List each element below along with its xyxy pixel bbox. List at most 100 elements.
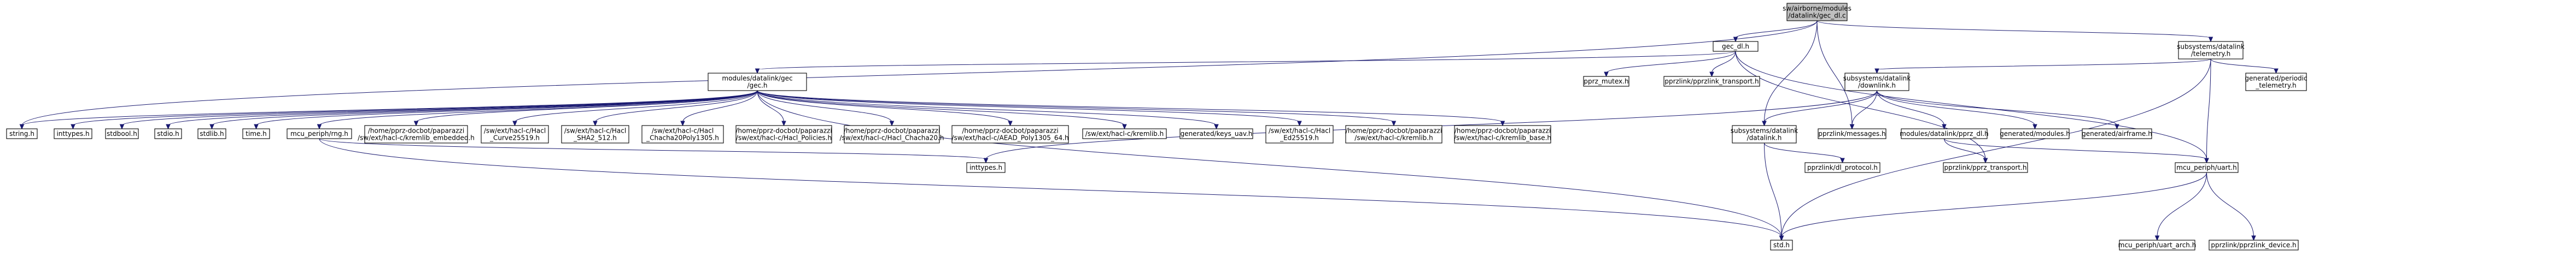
edge-downlink-h-to-airframe-h xyxy=(1877,90,2117,126)
node-box[interactable] xyxy=(1713,41,1759,52)
node-label: /sw/ext/hacl-c/Hacl_Policies.h xyxy=(736,134,832,142)
node-uart-h[interactable]: mcu_periph/uart.h xyxy=(2175,162,2239,173)
node-stdlib-h[interactable]: stdlib.h xyxy=(197,128,226,139)
node-pprz-transport-h[interactable]: pprzlink/pprz_transport.h xyxy=(1943,162,2028,173)
node-box[interactable] xyxy=(641,125,724,144)
node-label: sw/airborne/modules xyxy=(1783,5,1851,13)
node-std-h[interactable]: std.h xyxy=(1770,240,1793,251)
node-aead-h[interactable]: /home/pprz-docbot/paparazzi/sw/ext/hacl-… xyxy=(951,125,1069,144)
node-ed25519-h[interactable]: /sw/ext/hacl-c/Hacl_Ed25519.h xyxy=(1265,125,1334,144)
edge-telemetry-h-to-uart-h xyxy=(2206,58,2211,160)
node-dl-protocol-h[interactable]: pprzlink/dl_protocol.h xyxy=(1804,162,1880,173)
node-box[interactable] xyxy=(1454,125,1551,144)
node-box[interactable] xyxy=(951,125,1069,144)
node-box[interactable] xyxy=(6,128,38,139)
node-box[interactable] xyxy=(1770,240,1793,251)
edge-arrowhead xyxy=(1779,235,1784,241)
node-messages-h[interactable]: pprzlink/messages.h xyxy=(1818,128,1886,139)
node-label: /sw/ext/hacl-c/AEAD_Poly1305_64.h xyxy=(951,134,1068,142)
node-label: pprzlink/dl_protocol.h xyxy=(1807,164,1878,171)
node-inttypes-h-a[interactable]: inttypes.h xyxy=(54,128,92,139)
node-box[interactable] xyxy=(1943,162,2028,173)
node-chacha20-h[interactable]: /home/pprz-docbot/paparazzi/sw/ext/hacl-… xyxy=(840,125,944,144)
edge-pprz-dl-h-to-pprz-transport-h xyxy=(1944,138,1986,160)
node-uart-arch-h[interactable]: mcu_periph/uart_arch.h xyxy=(2118,240,2197,251)
edge-arrowhead xyxy=(1604,72,1609,78)
node-keys-uav-h[interactable]: generated/keys_uav.h xyxy=(1179,128,1253,139)
node-policies-h[interactable]: /home/pprz-docbot/paparazzi/sw/ext/hacl-… xyxy=(735,125,832,144)
node-box[interactable] xyxy=(708,73,807,91)
edge-gec-h-to-string-h xyxy=(21,90,758,126)
node-airframe-h[interactable]: generated/airframe.h xyxy=(2082,128,2152,139)
node-curve25519-h[interactable]: /sw/ext/hacl-c/Hacl_Curve25519.h xyxy=(481,125,549,144)
node-box[interactable] xyxy=(197,128,226,139)
node-sha2-h[interactable]: /sw/ext/hacl-c/Hacl_SHA2_512.h xyxy=(561,125,629,144)
node-box[interactable] xyxy=(1583,76,1629,87)
node-box[interactable] xyxy=(1804,162,1880,173)
node-kremlib-base-h[interactable]: /home/pprz-docbot/paparazzi/sw/ext/hacl-… xyxy=(1454,125,1551,144)
node-box[interactable] xyxy=(1786,3,1848,21)
node-box[interactable] xyxy=(242,128,270,139)
node-box[interactable] xyxy=(1901,128,1988,139)
node-label: /downlink.h xyxy=(1858,82,1896,90)
node-telemetry-h[interactable]: subsystems/datalink/telemetry.h xyxy=(2177,41,2245,59)
node-box[interactable] xyxy=(2082,128,2152,139)
node-datalink-h[interactable]: subsystems/datalink/datalink.h xyxy=(1731,125,1798,144)
node-modules-h[interactable]: generated/modules.h xyxy=(2000,128,2070,139)
node-root[interactable]: sw/airborne/modules/datalink/gec_dl.c xyxy=(1783,3,1851,21)
node-gec-h[interactable]: modules/datalink/gec/gec.h xyxy=(708,73,807,91)
node-pprzlink-device-h[interactable]: pprzlink/pprzlink_device.h xyxy=(2209,240,2299,251)
node-box[interactable] xyxy=(1265,125,1334,144)
node-pprzlink-transport-h[interactable]: pprzlink/pprzlink_transport.h xyxy=(1663,76,1760,87)
node-box[interactable] xyxy=(481,125,549,144)
node-box[interactable] xyxy=(844,125,940,144)
node-box[interactable] xyxy=(364,125,468,144)
node-periodic-telemetry-h[interactable]: generated/periodic_telemetry.h xyxy=(2245,73,2308,91)
node-box[interactable] xyxy=(2245,73,2307,91)
node-mcu-periph-rng-h[interactable]: mcu_periph/rng.h xyxy=(287,128,352,139)
node-krml-embedded-h[interactable]: /home/pprz-docbot/paparazzi/sw/ext/hacl-… xyxy=(358,125,475,144)
node-box[interactable] xyxy=(2000,128,2070,139)
node-box[interactable] xyxy=(2178,41,2244,59)
node-box[interactable] xyxy=(1179,128,1253,139)
node-box[interactable] xyxy=(1844,73,1909,91)
node-box[interactable] xyxy=(2119,240,2195,251)
node-stdio-h[interactable]: stdio.h xyxy=(154,128,182,139)
node-box[interactable] xyxy=(154,128,182,139)
node-pprz-dl-h[interactable]: modules/datalink/pprz_dl.h xyxy=(1900,128,1989,139)
node-inttypes-h-b[interactable]: inttypes.h xyxy=(966,162,1006,173)
node-box[interactable] xyxy=(1663,76,1760,87)
node-box[interactable] xyxy=(966,162,1006,173)
node-label: stdlib.h xyxy=(200,130,224,138)
node-label: /sw/ext/hacl-c/kremlib.h xyxy=(1354,134,1433,142)
node-label: /home/pprz-docbot/paparazzi xyxy=(735,127,832,135)
node-time-h[interactable]: time.h xyxy=(242,128,270,139)
node-label: string.h xyxy=(9,130,34,138)
node-downlink-h[interactable]: subsystems/datalink/downlink.h xyxy=(1843,73,1911,91)
node-box[interactable] xyxy=(287,128,352,139)
edge-gec-h-to-kremlib-base-h xyxy=(757,90,1503,123)
node-box[interactable] xyxy=(1818,128,1886,139)
node-box[interactable] xyxy=(2175,162,2239,173)
node-box[interactable] xyxy=(2209,240,2299,251)
edge-gec-h-to-ed25519-h xyxy=(757,90,1300,123)
node-box[interactable] xyxy=(105,128,139,139)
node-chacha20poly-h[interactable]: /sw/ext/hacl-c/Hacl_Chacha20Poly1305.h xyxy=(641,125,724,144)
node-box[interactable] xyxy=(561,125,629,144)
node-box[interactable] xyxy=(1345,125,1442,144)
node-label: /home/pprz-docbot/paparazzi xyxy=(962,127,1058,135)
node-box[interactable] xyxy=(1732,125,1797,144)
node-label: mcu_periph/uart.h xyxy=(2176,164,2236,171)
node-stdbool-h[interactable]: stdbool.h xyxy=(105,128,139,139)
node-box[interactable] xyxy=(735,125,832,144)
node-box[interactable] xyxy=(1082,128,1167,139)
edge-arrowhead xyxy=(593,121,598,127)
node-string-h[interactable]: string.h xyxy=(6,128,38,139)
edge-arrowhead xyxy=(889,121,895,127)
edge-arrowhead xyxy=(983,158,989,164)
node-kremlib-h[interactable]: /sw/ext/hacl-c/kremlib.h xyxy=(1082,128,1167,139)
node-gec-dl-h[interactable]: gec_dl.h xyxy=(1713,41,1759,52)
node-pprz-mutex-h[interactable]: pprz_mutex.h xyxy=(1583,76,1629,87)
node-kremlib-abs-h[interactable]: /home/pprz-docbot/paparazzi/sw/ext/hacl-… xyxy=(1345,125,1442,144)
node-box[interactable] xyxy=(54,128,92,139)
